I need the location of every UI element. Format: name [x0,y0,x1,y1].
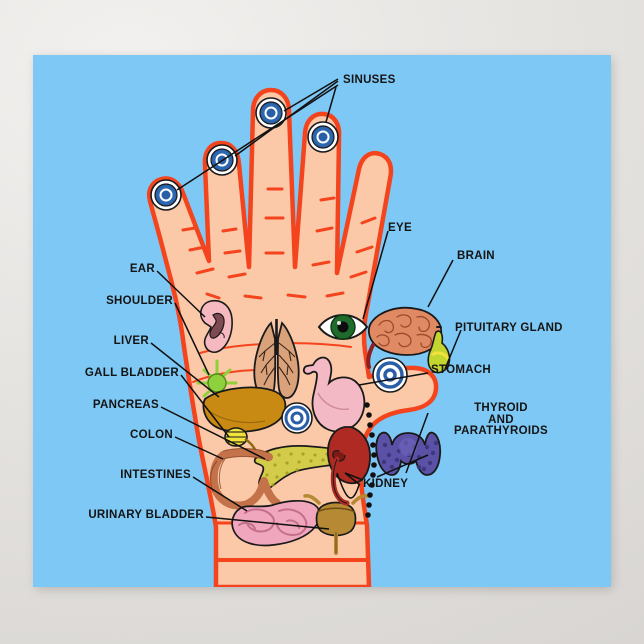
label-urinary-bladder: URINARY BLADDER [88,509,204,521]
pituitary-gland-organ [427,326,451,374]
thyroid-organ [375,431,442,476]
reflex-target-thumb [372,357,408,393]
urinary-bladder-organ [303,494,369,555]
label-pituitary-gland: PITUITARY GLAND [455,322,563,334]
leader-lines [150,78,462,530]
stomach-organ [302,356,366,433]
label-stomach: STOMACH [431,364,492,376]
label-shoulder: SHOULDER [106,295,173,307]
label-sinuses: SINUSES [343,74,396,86]
sinus-target-pinky [150,179,182,211]
label-colon: COLON [129,429,173,441]
label-brain: BRAIN [457,250,495,262]
label-eye: EYE [388,222,412,234]
label-ear: EAR [129,263,155,275]
label-gall-bladder: GALL BLADDER [84,367,179,379]
label-intestines: INTESTINES [120,469,191,481]
colon-organ [209,448,281,510]
kidney-organ [327,426,371,506]
spine-dotted-line [364,402,377,518]
label-pancreas: PANCREAS [92,399,159,411]
label-thyroid-and-parathyroids: THYROID AND PARATHYROIDS [454,402,548,438]
reflex-target-palm [281,402,313,434]
reflex-target-points [150,97,408,434]
ear-organ [199,299,233,354]
sinus-target-middle [255,97,287,129]
liver-organ [202,386,287,433]
hand-reflexology-diagram [147,78,462,587]
sinus-target-index [307,121,339,153]
label-liver: LIVER [113,335,149,347]
eye-organ [317,314,369,340]
label-kidney: KIDNEY [363,478,409,490]
lungs-organ [253,319,300,399]
reflexology-poster: SINUSES EYE BRAIN PITUITARY GLAND STOMAC… [33,55,611,587]
